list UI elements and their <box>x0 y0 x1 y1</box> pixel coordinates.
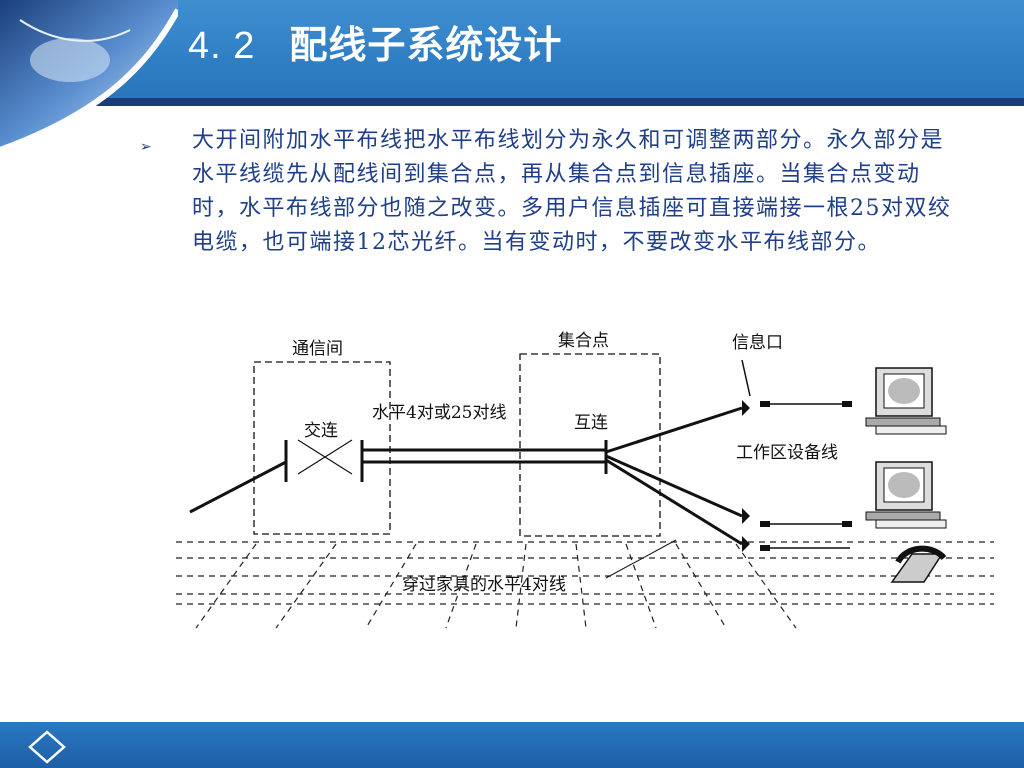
furniture-label-pointer <box>605 539 677 579</box>
computer-1-icon <box>865 367 947 435</box>
fanout-cable-2 <box>605 454 743 518</box>
title-text: 配线子系统设计 <box>289 23 563 67</box>
label-consolidation-point: 集合点 <box>558 331 609 351</box>
mouse-shape-icon <box>30 38 110 82</box>
label-interconnect: 互连 <box>574 413 608 433</box>
cabling-diagram: 通信间 交连 水平4对或25对线 集合点 互连 信息口 工作区设备线 穿过家具的… <box>176 331 994 629</box>
telephone-icon <box>890 545 947 583</box>
title-bar-underline <box>0 98 1024 106</box>
fanout-cable-3 <box>605 458 743 546</box>
label-furniture-cable: 穿过家具的水平4对线 <box>402 575 566 595</box>
label-work-area-cord: 工作区设备线 <box>736 443 838 463</box>
corner-decoration <box>0 0 178 150</box>
label-info-outlet: 信息口 <box>732 333 783 353</box>
section-number: 4. 2 <box>188 25 256 67</box>
cross-connect-x-b <box>297 439 353 475</box>
outlet-3-icon <box>742 536 750 552</box>
telecom-room-box <box>253 361 391 535</box>
diamond-nav-icon[interactable] <box>28 730 66 764</box>
slide-title: 4. 2 配线子系统设计 <box>188 14 562 69</box>
computer-2-icon <box>865 461 947 529</box>
outlet-1-icon <box>742 400 750 416</box>
outlet-2-icon <box>742 508 750 524</box>
label-cross-connect: 交连 <box>304 421 338 441</box>
bullet-arrow-icon: ➢ <box>140 139 152 155</box>
label-telecom-room: 通信间 <box>292 339 343 359</box>
label-horizontal-cable: 水平4对或25对线 <box>372 403 506 423</box>
footer-bar <box>0 722 1024 768</box>
consolidation-point-box <box>519 353 661 537</box>
fanout-cable-1 <box>605 406 743 454</box>
floor-grid <box>176 541 994 629</box>
backbone-cable <box>189 460 287 514</box>
body-paragraph: 大开间附加水平布线把水平布线划分为永久和可调整两部分。永久部分是水平线缆先从配线… <box>192 128 952 255</box>
info-outlet-pointer <box>741 359 751 397</box>
